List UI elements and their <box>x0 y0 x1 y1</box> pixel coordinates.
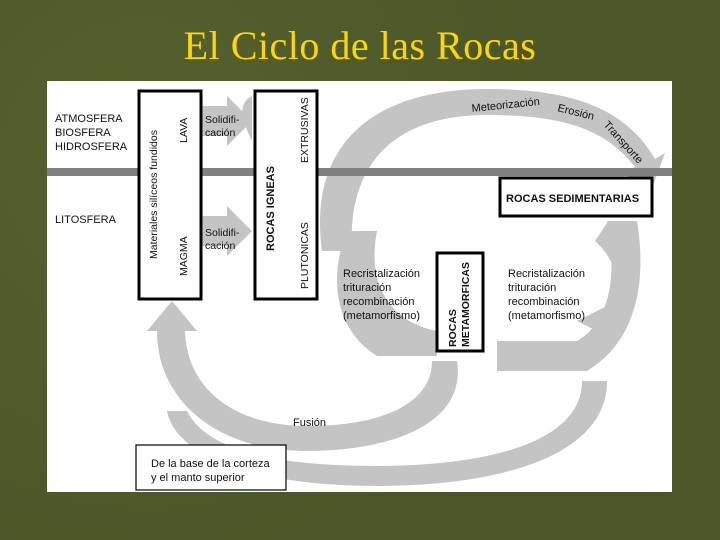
label-recrist-right-4: (metamorfismo) <box>508 310 585 322</box>
arrow-top-arc <box>319 89 665 251</box>
page-title: El Ciclo de las Rocas <box>183 23 537 68</box>
diagram-canvas: ATMOSFERA BIOSFERA HIDROSFERA LITOSFERA … <box>47 89 672 491</box>
label-rocas-sedimentarias: ROCAS SEDIMENTARIAS <box>506 193 639 205</box>
label-recrist-left-2: trituración <box>343 282 391 294</box>
label-hidrosfera: HIDROSFERA <box>55 141 128 153</box>
label-recrist-right-3: recombinación <box>508 296 580 308</box>
arrow-magma <box>202 206 252 256</box>
arrow-lava <box>202 96 252 146</box>
label-litosfera: LITOSFERA <box>55 214 117 226</box>
rocas-metamorficas-box <box>435 251 485 353</box>
label-solidificacion-2a: Solidifi- <box>205 227 240 239</box>
label-extrusivas: EXTRUSIVAS <box>299 97 311 163</box>
label-rocas-igneas: ROCAS IGNEAS <box>265 166 277 251</box>
label-solidificacion-1a: Solidifi- <box>205 114 240 126</box>
label-recrist-right-2: trituración <box>508 282 556 294</box>
materiales-box <box>137 89 203 301</box>
arrow-right-loop <box>497 221 641 371</box>
rocas-sedimentarias-box <box>498 176 654 218</box>
label-base-1: De la base de la corteza <box>151 458 271 470</box>
label-rocas-metamorficas-1: ROCAS <box>447 309 459 347</box>
rocas-igneas-box <box>253 89 319 301</box>
arrow-bottom-curve <box>147 301 458 451</box>
label-base-2: y el manto superior <box>151 472 245 484</box>
label-recrist-left-1: Recristalización <box>343 268 420 280</box>
label-solidificacion-1b: cación <box>205 127 236 139</box>
label-rocas-metamorficas-2: METAMORFICAS <box>460 262 472 347</box>
label-recrist-right-1: Recristalización <box>508 268 585 280</box>
lithosphere-band <box>47 168 672 176</box>
arrow-left-top <box>242 96 252 141</box>
label-atmosfera: ATMOSFERA <box>55 113 123 125</box>
rock-cycle-diagram: ATMOSFERA BIOSFERA HIDROSFERA LITOSFERA … <box>47 81 672 492</box>
cycle-arrows <box>147 89 665 486</box>
label-magma: MAGMA <box>178 236 190 276</box>
label-materiales: Materiales silíceos fundidos <box>148 130 160 259</box>
base-box <box>135 444 287 491</box>
label-plutonicas: PLUTONICAS <box>299 222 311 289</box>
arrow-inner-curve <box>337 231 437 356</box>
label-fusion: Fusión <box>293 417 326 429</box>
label-lava: LAVA <box>178 118 190 143</box>
label-recrist-left-4: (metamorfismo) <box>343 310 420 322</box>
label-solidificacion-2b: cación <box>205 240 236 252</box>
label-biosfera: BIOSFERA <box>55 127 111 139</box>
label-recrist-left-3: recombinación <box>343 296 415 308</box>
